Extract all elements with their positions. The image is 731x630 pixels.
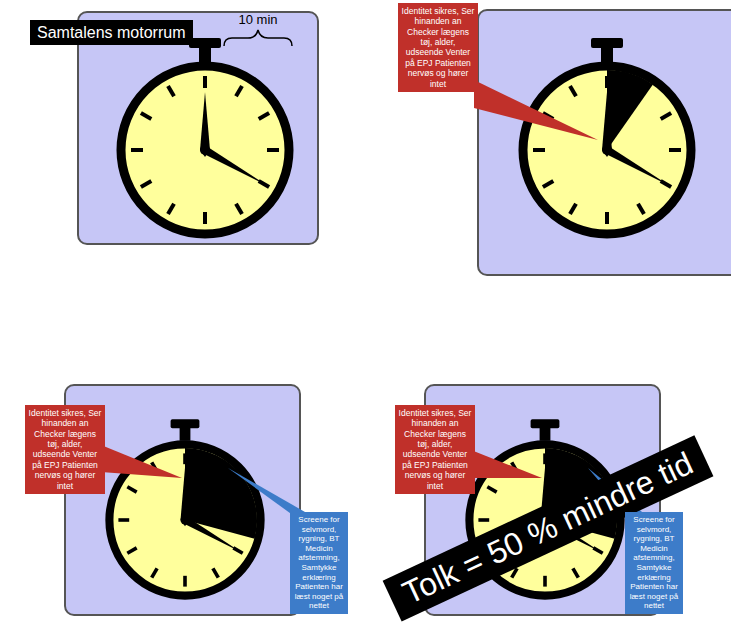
title-box: Samtalens motorrum xyxy=(30,20,193,45)
callout-pointer xyxy=(228,468,312,516)
node-text: Identitet sikres, Ser hinanden an Checke… xyxy=(398,408,472,491)
callout-pointer xyxy=(474,80,598,140)
callout-box: Identitet sikres, Ser hinanden an Checke… xyxy=(25,405,105,494)
stopwatch xyxy=(523,38,691,234)
callout-box: Screene for selvmord, rygning, BT Medici… xyxy=(625,512,683,614)
callout-box: Screene for selvmord, rygning, BT Medici… xyxy=(290,512,348,614)
callout-pointer xyxy=(471,450,542,478)
dimension-label: 10 min xyxy=(238,12,277,27)
callout-box: Identitet sikres, Ser hinanden an Checke… xyxy=(395,405,475,494)
node-text: Screene for selvmord, rygning, BT Medici… xyxy=(292,515,346,611)
callout-pointer xyxy=(101,445,182,478)
node-text: Samtalens motorrum xyxy=(37,23,186,42)
node-text: Identitet sikres, Ser hinanden an Checke… xyxy=(401,6,475,89)
stopwatch xyxy=(109,419,260,595)
panel xyxy=(78,12,318,244)
node-text: Identitet sikres, Ser hinanden an Checke… xyxy=(28,408,102,491)
callout-box: Identitet sikres, Ser hinanden an Checke… xyxy=(398,3,478,92)
panel xyxy=(478,10,731,275)
node-text: Screene for selvmord, rygning, BT Medici… xyxy=(627,515,681,611)
bracket xyxy=(224,30,292,46)
stopwatch xyxy=(121,38,289,234)
